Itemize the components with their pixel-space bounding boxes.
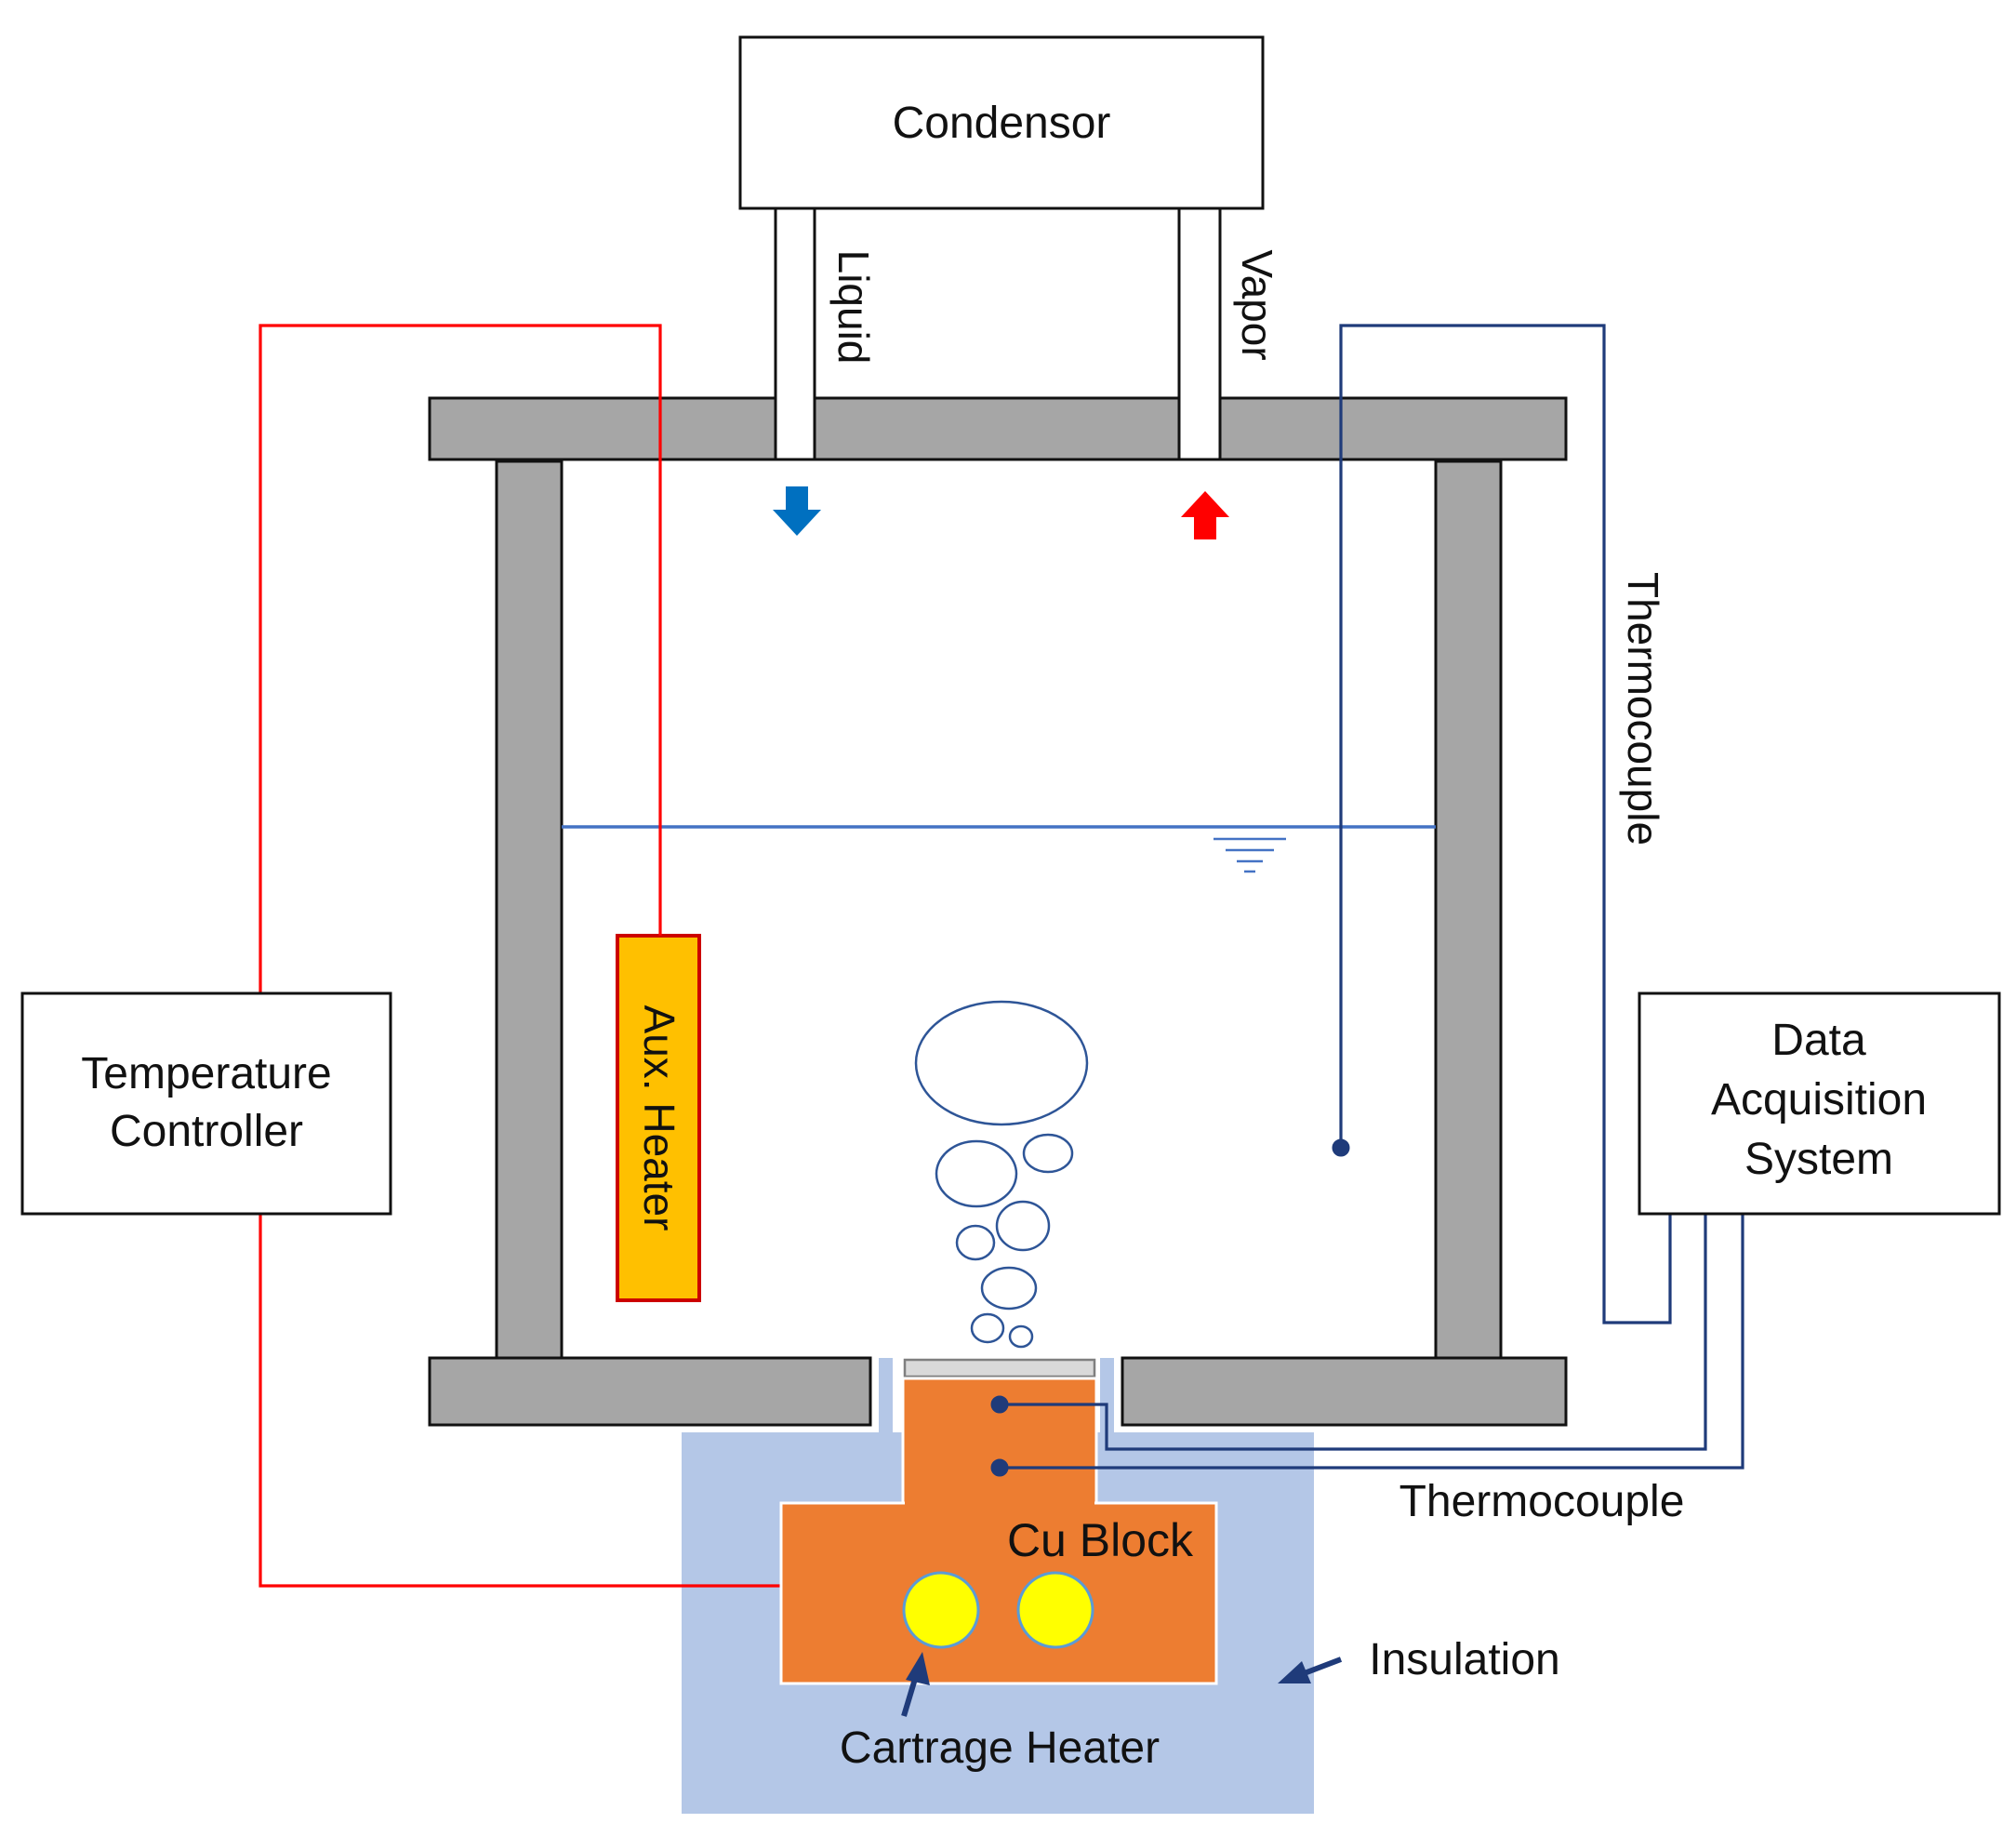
condenser-label: Condensor bbox=[893, 99, 1111, 148]
block-thermocouple-wire-upper bbox=[1000, 1214, 1707, 1451]
pool-thermocouple-tip bbox=[1332, 1138, 1350, 1157]
vessel-top-plate bbox=[428, 396, 1568, 461]
cartridge-heater bbox=[1016, 1571, 1094, 1649]
block-thermocouple-wire-lower bbox=[1000, 1214, 1744, 1470]
cu-block-neck-fill bbox=[905, 1497, 1094, 1509]
insulation-pointer-arrow bbox=[1278, 1657, 1343, 1683]
vessel-bottom-plate-right bbox=[1121, 1356, 1568, 1427]
vapor-bubbles bbox=[914, 1000, 1089, 1349]
aux-heater-power-wire bbox=[259, 324, 662, 993]
test-surface-plate bbox=[903, 1358, 1096, 1378]
temperature-controller-box bbox=[20, 991, 392, 1216]
insulation-label: Insulation bbox=[1369, 1635, 1559, 1684]
aux-heater bbox=[616, 934, 701, 1302]
vapor-flow-up-arrow bbox=[1181, 491, 1229, 539]
daq-label-line3: System bbox=[1744, 1135, 1893, 1184]
temperature-controller-label-line1: Temperature bbox=[81, 1049, 331, 1098]
vessel-bottom-plate-left bbox=[428, 1356, 872, 1427]
liquid-flow-down-arrow bbox=[773, 486, 821, 536]
thermocouple-wiring bbox=[990, 324, 1744, 1477]
liquid-return-pipe bbox=[774, 206, 816, 461]
temperature-controller-label-line2: Controller bbox=[110, 1107, 303, 1156]
condenser-box bbox=[738, 35, 1265, 210]
bubble bbox=[995, 1200, 1051, 1252]
thermocouple-label-bottom: Thermocouple bbox=[1399, 1477, 1685, 1526]
vessel-right-wall bbox=[1434, 459, 1503, 1360]
aux-heater-label: Aux. Heater bbox=[635, 1005, 683, 1231]
daq-label-line2: Acquisition bbox=[1711, 1075, 1927, 1124]
insulation-gap-right bbox=[1100, 1358, 1114, 1434]
liquid-label: Liquid bbox=[829, 250, 878, 365]
water-level-symbol bbox=[1214, 837, 1286, 873]
bubble bbox=[1022, 1133, 1074, 1174]
block-thermocouple-tip-upper bbox=[990, 1395, 1009, 1414]
bubble bbox=[935, 1139, 1018, 1208]
insulation-gap-left bbox=[879, 1358, 893, 1434]
block-heater-power-wire bbox=[259, 1214, 781, 1588]
bubble bbox=[1008, 1324, 1034, 1349]
vapor-label: Vapor bbox=[1233, 249, 1281, 360]
bubble bbox=[955, 1224, 996, 1261]
cu-block-base bbox=[779, 1501, 1218, 1685]
cartridge-heater bbox=[902, 1571, 980, 1649]
thermocouple-label-right: Thermocouple bbox=[1619, 572, 1667, 845]
cu-block-label: Cu Block bbox=[1007, 1514, 1194, 1566]
vapor-pipe bbox=[1177, 206, 1222, 461]
daq-label-line1: Data bbox=[1771, 1016, 1866, 1065]
pool-thermocouple-wire bbox=[1339, 324, 1672, 1324]
cartridge-heater-pointer-arrow bbox=[901, 1652, 930, 1717]
bubble bbox=[914, 1000, 1089, 1126]
vessel-left-wall bbox=[495, 459, 564, 1360]
block-thermocouple-tip-lower bbox=[990, 1458, 1009, 1477]
bubble bbox=[970, 1312, 1005, 1344]
bubble bbox=[980, 1266, 1038, 1311]
cartridge-heater-label: Cartrage Heater bbox=[840, 1723, 1160, 1773]
data-acquisition-system-box bbox=[1638, 991, 2001, 1216]
